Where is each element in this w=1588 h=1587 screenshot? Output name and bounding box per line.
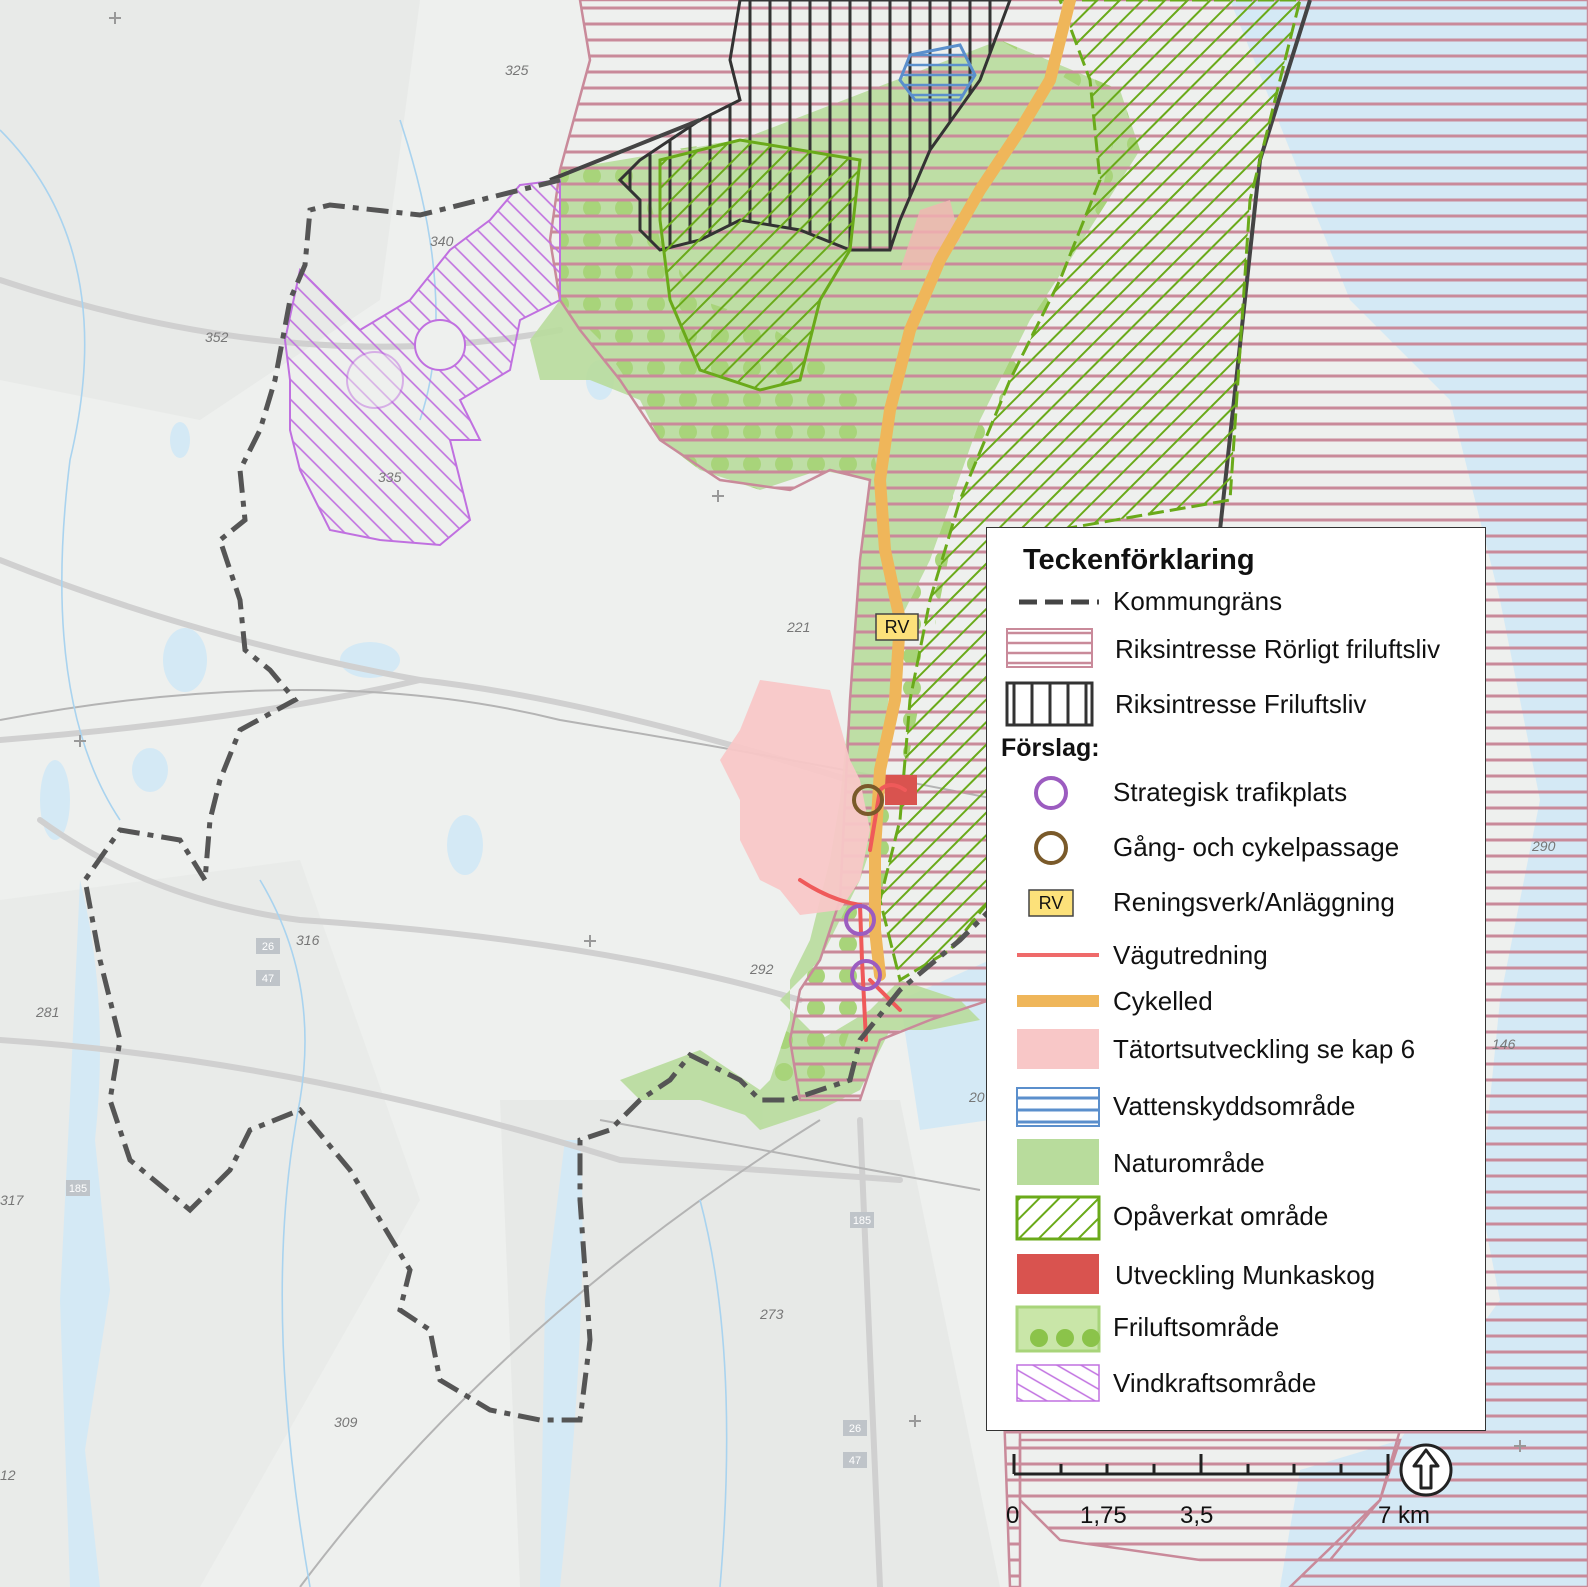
legend-vindkraft-symbol xyxy=(1016,1364,1100,1402)
legend-rorligt-symbol xyxy=(1006,628,1093,668)
legend-proposal-heading: Förslag: xyxy=(1001,734,1100,762)
scale-bar: 0 1,75 3,5 7 km xyxy=(1000,1440,1440,1540)
tatortsutveckling-area xyxy=(720,680,870,915)
scale-label-2: 3,5 xyxy=(1180,1502,1214,1529)
legend-natur-symbol xyxy=(1017,1139,1099,1185)
road-shield: 47 xyxy=(256,970,280,986)
svg-text:185: 185 xyxy=(853,1215,871,1227)
road-shield: 47 xyxy=(843,1452,867,1468)
cykelled-line xyxy=(869,0,1076,981)
svg-text:185: 185 xyxy=(69,1183,87,1195)
road-shield: 185 xyxy=(850,1212,874,1228)
elevation-label: 317 xyxy=(0,1192,25,1208)
scale-label-0: 0 xyxy=(1006,1502,1020,1529)
svg-text:26: 26 xyxy=(262,941,274,953)
legend-vattenskydd-symbol xyxy=(1016,1087,1100,1127)
legend-label-vattenskydd: Vattenskyddsområde xyxy=(1113,1091,1356,1121)
road-shield: 26 xyxy=(256,938,280,954)
legend-label-kommungrans: Kommungräns xyxy=(1113,586,1283,616)
elevation-label: 281 xyxy=(35,1004,59,1020)
road-shields: 26 47 185 185 26 47 xyxy=(66,938,874,1468)
gang-cykelpassage-marker[interactable] xyxy=(852,784,884,816)
elevation-label: 309 xyxy=(334,1414,358,1430)
road-shield: 26 xyxy=(843,1420,867,1436)
legend-label-reningsverk: Reningsverk/Anläggning xyxy=(1113,887,1395,917)
legend-label-friluftsliv: Riksintresse Friluftsliv xyxy=(1115,689,1367,719)
scale-label-1: 1,75 xyxy=(1080,1502,1127,1529)
legend-label-munkaskog: Utveckling Munkaskog xyxy=(1115,1260,1376,1290)
svg-text:RV: RV xyxy=(1039,893,1064,913)
elevation-label: 352 xyxy=(205,329,229,345)
utveckling-munkaskog-area xyxy=(885,775,917,805)
legend-label-rorligt: Riksintresse Rörligt friluftsliv xyxy=(1115,634,1441,664)
legend-tatort-symbol xyxy=(1017,1029,1099,1069)
elevation-label: 335 xyxy=(378,469,402,485)
svg-text:47: 47 xyxy=(849,1455,861,1467)
legend-label-vagutredning: Vägutredning xyxy=(1113,940,1268,970)
legend-opaverkat-symbol xyxy=(1015,1195,1101,1241)
svg-text:RV: RV xyxy=(885,617,910,637)
legend-title: Teckenförklaring xyxy=(1023,544,1255,576)
strategisk-trafikplats-marker-2[interactable] xyxy=(850,959,882,991)
legend-label-friluftsomrade: Friluftsområde xyxy=(1113,1312,1280,1342)
legend-label-cykelled: Cykelled xyxy=(1113,986,1213,1016)
legend-symbols: RV xyxy=(1005,599,1101,1402)
strategisk-trafikplats-marker-1[interactable] xyxy=(844,904,876,936)
grid-crosses xyxy=(74,12,1526,1452)
scale-bar-ticks xyxy=(1012,1454,1390,1476)
legend-trafikplats-symbol xyxy=(1034,776,1068,810)
elevation-label: 221 xyxy=(786,619,810,635)
riksintresse-south-lobe xyxy=(1018,1428,1402,1562)
elevation-label: 12 xyxy=(0,1467,16,1483)
legend-passage-symbol xyxy=(1034,831,1068,865)
opaverkat-omrade-area xyxy=(878,0,1302,983)
legend-label-passage: Gång- och cykelpassage xyxy=(1113,832,1400,862)
elevation-label: 273 xyxy=(759,1306,784,1322)
vattenskyddsomrade-area xyxy=(898,43,977,102)
legend-label-trafikplats: Strategisk trafikplats xyxy=(1113,777,1348,807)
elevation-label: 325 xyxy=(505,62,529,78)
scale-label-3: 7 km xyxy=(1378,1502,1431,1529)
legend-label-natur: Naturområde xyxy=(1113,1148,1265,1178)
legend-label-opaverkat: Opåverkat område xyxy=(1113,1201,1329,1231)
legend-friluftsliv-symbol xyxy=(1005,681,1094,727)
legend-rv-symbol xyxy=(1028,889,1074,917)
road-shield: 185 xyxy=(66,1180,90,1196)
elevation-label: 20 xyxy=(968,1089,985,1105)
legend-munkaskog-symbol xyxy=(1017,1254,1099,1294)
elevation-label: 292 xyxy=(749,961,774,977)
streams xyxy=(0,119,728,1587)
north-arrow-icon xyxy=(1399,1443,1453,1497)
svg-text:26: 26 xyxy=(849,1423,861,1435)
elevation-label: 290 xyxy=(1531,838,1556,854)
map-legend: RV Teckenförklaring Kommungräns Rik xyxy=(986,527,1486,1431)
elevation-labels: 325 340 352 335 221 316 292 281 273 309 317 12 290 14… xyxy=(0,62,1556,1483)
kommungrans-line xyxy=(82,177,1002,1423)
reningsverk-marker[interactable]: RV xyxy=(875,613,919,641)
elevation-label: 146 xyxy=(1492,1036,1516,1052)
opaverkat-west-area xyxy=(658,138,862,392)
legend-label-tatort: Tätortsutveckling se kap 6 xyxy=(1113,1034,1416,1064)
elevation-label: 340 xyxy=(430,233,454,249)
legend-label-vindkraft: Vindkraftsområde xyxy=(1113,1368,1317,1398)
elevation-label: 316 xyxy=(296,932,320,948)
svg-text:47: 47 xyxy=(262,973,274,985)
